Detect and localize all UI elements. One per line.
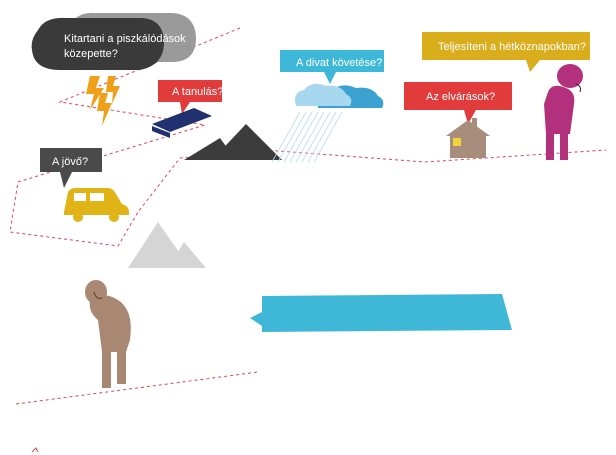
light-mountains-icon: [128, 222, 206, 268]
main-speech-bubble: [250, 294, 512, 332]
storm-bubble-line1: Kitartani a piszkálódások: [64, 33, 186, 45]
corner-mark: [31, 447, 39, 453]
study-bubble: A tanulás?: [158, 80, 223, 114]
everyday-bubble: Teljesíteni a hétköznapokban?: [422, 32, 590, 72]
storm-cloud-icon: Kitartani a piszkálódások közepette?: [31, 12, 196, 70]
dark-mountains-icon: [184, 124, 282, 160]
future-bubble: A jövő?: [40, 148, 102, 188]
book-icon: [152, 108, 212, 138]
standing-figure-brown: [85, 280, 131, 388]
rain-cloud-icon: [271, 83, 384, 163]
dashed-path: [9, 27, 607, 405]
fashion-bubble: A divat követése?: [280, 50, 384, 84]
expectations-bubble: Az elvárások?: [404, 82, 512, 124]
study-bubble-text: A tanulás?: [172, 86, 223, 98]
standing-figure-magenta: [544, 64, 583, 160]
fashion-bubble-text: A divat követése?: [296, 57, 382, 69]
expectations-bubble-text: Az elvárások?: [426, 91, 495, 103]
future-bubble-text: A jövő?: [52, 156, 88, 168]
storm-bubble-line2: közepette?: [64, 48, 118, 60]
lightning-icon: [86, 76, 120, 126]
car-icon: [64, 188, 129, 222]
house-icon: [446, 118, 490, 158]
dashed-path-lower: [15, 371, 259, 405]
everyday-bubble-text: Teljesíteni a hétköznapokban?: [438, 41, 586, 53]
